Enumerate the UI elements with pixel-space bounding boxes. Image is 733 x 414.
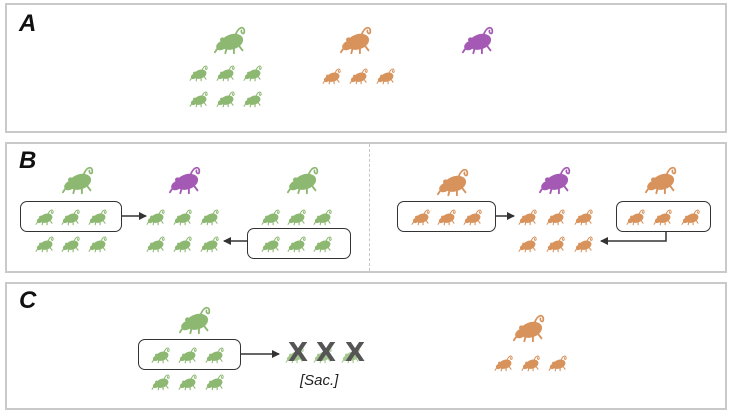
mouse-icon — [189, 91, 208, 108]
mouse-icon — [512, 314, 545, 343]
mouse-icon — [574, 236, 593, 253]
mouse-icon — [88, 236, 107, 253]
mouse-icon — [546, 209, 565, 226]
panel-b-divider — [369, 144, 370, 271]
mouse-icon — [173, 209, 192, 226]
x-mark: X — [316, 338, 337, 368]
mouse-icon — [521, 355, 540, 372]
sac-label: [Sac.] — [300, 372, 339, 389]
mouse-icon — [287, 236, 306, 253]
mouse-icon — [653, 209, 672, 226]
x-mark: X — [345, 338, 366, 368]
mouse-icon — [313, 347, 332, 364]
mouse-icon — [339, 26, 372, 55]
mouse-icon — [461, 26, 494, 55]
arrow — [600, 232, 667, 245]
mouse-icon — [322, 68, 341, 85]
mouse-icon — [574, 209, 593, 226]
mouse-icon — [200, 209, 219, 226]
mouse-icon — [376, 68, 395, 85]
mouse-icon — [349, 68, 368, 85]
mouse-icon — [285, 347, 304, 364]
mouse-icon — [205, 374, 224, 391]
mouse-icon — [178, 374, 197, 391]
mouse-icon — [313, 209, 332, 226]
mouse-icon — [146, 236, 165, 253]
mouse-icon — [243, 65, 262, 82]
selection-box — [247, 228, 351, 259]
mouse-icon — [146, 209, 165, 226]
mouse-icon — [548, 355, 567, 372]
selection-box — [138, 339, 241, 370]
panel-b-label: B — [19, 147, 37, 174]
mouse-icon — [151, 347, 170, 364]
mouse-icon — [437, 209, 456, 226]
panel-b — [5, 142, 727, 273]
mouse-icon — [261, 209, 280, 226]
mouse-icon — [189, 65, 208, 82]
mouse-icon — [178, 347, 197, 364]
mouse-icon — [436, 168, 469, 197]
mouse-icon — [35, 236, 54, 253]
mouse-icon — [178, 306, 211, 335]
panel-a — [5, 3, 727, 133]
mouse-icon — [205, 347, 224, 364]
mouse-icon — [626, 209, 645, 226]
mouse-icon — [61, 236, 80, 253]
mouse-icon — [463, 209, 482, 226]
mouse-icon — [313, 236, 332, 253]
mouse-icon — [213, 26, 246, 55]
mouse-icon — [518, 236, 537, 253]
mouse-icon — [61, 166, 94, 195]
mouse-icon — [200, 236, 219, 253]
mouse-icon — [35, 209, 54, 226]
mouse-icon — [261, 236, 280, 253]
mouse-icon — [286, 166, 319, 195]
mouse-icon — [411, 209, 430, 226]
mouse-icon — [681, 209, 700, 226]
mouse-icon — [538, 166, 571, 195]
mouse-icon — [151, 374, 170, 391]
mouse-icon — [518, 209, 537, 226]
panel-c-label: C — [19, 287, 37, 314]
mouse-icon — [88, 209, 107, 226]
mouse-icon — [546, 236, 565, 253]
selection-box — [616, 201, 711, 232]
mouse-icon — [216, 65, 235, 82]
mouse-icon — [494, 355, 513, 372]
mouse-icon — [168, 166, 201, 195]
selection-box — [20, 201, 122, 232]
x-mark: X — [288, 338, 309, 368]
mouse-icon — [173, 236, 192, 253]
mouse-icon — [644, 166, 677, 195]
panel-c — [5, 282, 727, 410]
mouse-icon — [243, 91, 262, 108]
mouse-icon — [216, 91, 235, 108]
mouse-icon — [287, 209, 306, 226]
panel-a-label: A — [19, 10, 37, 37]
mouse-icon — [61, 209, 80, 226]
mouse-icon — [341, 347, 360, 364]
selection-box — [397, 201, 496, 232]
